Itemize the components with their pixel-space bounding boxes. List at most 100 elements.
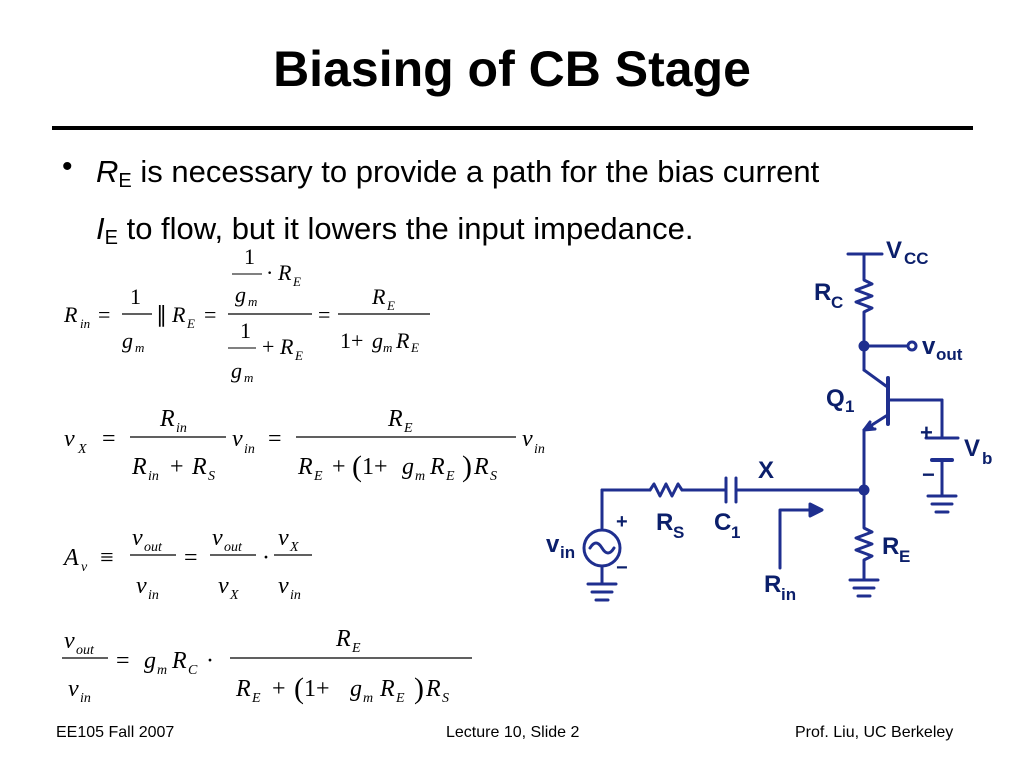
av-f3-num: v xyxy=(278,525,289,551)
vx-f1-den-rs-sub: S xyxy=(208,469,215,484)
vb-label: V xyxy=(964,435,980,462)
rc-label: R xyxy=(814,279,831,306)
rin-re1: R xyxy=(171,302,186,327)
vx-eq2: = xyxy=(268,426,282,452)
re-label-sub: E xyxy=(899,547,910,566)
av-f1-den: v xyxy=(136,573,147,599)
vx-f2-num: R xyxy=(387,406,403,432)
vin-label: v xyxy=(546,531,560,558)
footer-course: EE105 Fall 2007 xyxy=(56,724,175,741)
rin-frac1-num: 1 xyxy=(130,284,141,309)
rin-parallel: ∥ xyxy=(156,302,167,327)
vx-f2-den-rs-sub: S xyxy=(490,469,497,484)
vb-label-sub: b xyxy=(982,449,992,468)
av-f3-den: v xyxy=(278,573,289,599)
vx-f2-den-plus: + xyxy=(332,454,346,480)
vx-f2-rparen: ) xyxy=(462,450,472,483)
vx-vin1-sub: in xyxy=(244,442,255,457)
vx-vin1: v xyxy=(232,426,243,452)
footer-author: Prof. Liu, UC Berkeley xyxy=(795,724,954,741)
rc-resistor xyxy=(854,272,874,348)
gain-f-den-one: 1+ xyxy=(304,676,330,702)
gain-rc-sub: C xyxy=(188,663,198,678)
av-eq: = xyxy=(184,545,198,571)
gain-f-num: R xyxy=(335,626,351,652)
gain-f-den-plus: + xyxy=(272,676,286,702)
vx-f1-den-plus: + xyxy=(170,454,184,480)
vx-f1-den-rs: R xyxy=(191,454,207,480)
av-f3-den-sub: in xyxy=(290,588,301,603)
rin-cf-num-g-sub: m xyxy=(248,294,257,309)
bullet-ie-sub: E xyxy=(104,227,118,249)
rin-cf-den-re-sub: E xyxy=(294,348,303,363)
rin-f3-den-re-sub: E xyxy=(410,340,419,355)
rs-resistor xyxy=(648,482,684,498)
av-lhs: A xyxy=(62,545,79,571)
av-lhs-sub: v xyxy=(81,560,88,575)
gain-f-den-re1: R xyxy=(235,676,251,702)
gain-lhs-num: v xyxy=(64,628,75,654)
av-f2-den-sub: X xyxy=(229,588,239,603)
vout-label-sub: out xyxy=(936,345,963,364)
av-f1-num: v xyxy=(132,525,143,551)
av-f1-num-sub: out xyxy=(144,540,163,555)
gain-f-den-g-sub: m xyxy=(363,691,373,706)
rin-cf-re-sub: E xyxy=(292,274,301,289)
bullet-ie-symbol: I xyxy=(96,211,105,246)
vcc-label: V xyxy=(886,237,902,264)
vx-f2-den-re1: R xyxy=(297,454,313,480)
vx-f1-den-rin-sub: in xyxy=(148,469,159,484)
vx-f2-den-g: g xyxy=(402,454,414,480)
vx-f2-den-re1-sub: E xyxy=(313,469,323,484)
av-f2-num: v xyxy=(212,525,223,551)
av-dot: · xyxy=(262,545,270,571)
vx-vin2: v xyxy=(522,426,533,452)
re-label: R xyxy=(882,533,899,560)
gain-gm: g xyxy=(144,648,156,674)
rin-eq2: = xyxy=(204,302,216,327)
bullet-re-sub: E xyxy=(118,170,132,192)
rin-cf-den-g-sub: m xyxy=(244,370,253,385)
gain-f-den-re2-sub: E xyxy=(395,691,405,706)
vin-plus-label: + xyxy=(616,511,628,533)
rin-cf-plus: + xyxy=(262,334,274,359)
rc-label-sub: C xyxy=(831,293,843,312)
gain-eq: = xyxy=(116,648,130,674)
gain-f-rparen: ) xyxy=(414,672,424,705)
rin-label-sub: in xyxy=(781,585,796,604)
slide-title: Biasing of CB Stage xyxy=(273,41,751,97)
vout-label: v xyxy=(922,333,936,360)
vx-f2-lparen: ( xyxy=(352,450,362,483)
av-equiv: ≡ xyxy=(100,545,114,571)
equation-gain: v out v in = g m R C · R E R E + ( 1+ g … xyxy=(62,626,472,706)
c1-label-sub: 1 xyxy=(731,523,740,542)
gain-f-den-re1-sub: E xyxy=(251,691,261,706)
vb-plus-label: + xyxy=(920,420,933,445)
equation-vx: v X = R in R in + R S v in = R E R E + (… xyxy=(64,406,545,484)
rin-cf-num-one: 1 xyxy=(244,244,255,269)
vout-terminal xyxy=(906,340,918,352)
rin-label: R xyxy=(764,571,781,598)
rs-label: R xyxy=(656,509,673,536)
q1-label-sub: 1 xyxy=(845,397,854,416)
av-f2-num-sub: out xyxy=(224,540,243,555)
bullet-re-symbol: R xyxy=(96,154,119,189)
equation-av: A v ≡ v out v in = v out v X · v X v in xyxy=(62,525,312,603)
rin-eq1: = xyxy=(98,302,110,327)
rin-f3-den-re: R xyxy=(395,328,410,353)
av-f2-den: v xyxy=(218,573,229,599)
gain-lhs-den-sub: in xyxy=(80,691,91,706)
rin-lhs: R xyxy=(63,302,78,327)
vb-minus-label: − xyxy=(922,462,935,487)
gain-f-lparen: ( xyxy=(294,672,304,705)
vin-label-sub: in xyxy=(560,543,575,562)
equation-rin: R in = 1 g m ∥ R E = 1 · R E g m 1 + R E… xyxy=(63,244,430,385)
vx-f2-den-g-sub: m xyxy=(415,469,425,484)
vx-vin2-sub: in xyxy=(534,442,545,457)
rin-f3-den-one: 1+ xyxy=(340,328,363,353)
vx-f2-den-re2: R xyxy=(429,454,445,480)
rin-f3-den-g-sub: m xyxy=(383,340,392,355)
gain-dot: · xyxy=(206,648,214,674)
vx-f2-num-sub: E xyxy=(403,421,413,436)
bullet-text-line1: is necessary to provide a path for the b… xyxy=(131,154,820,189)
